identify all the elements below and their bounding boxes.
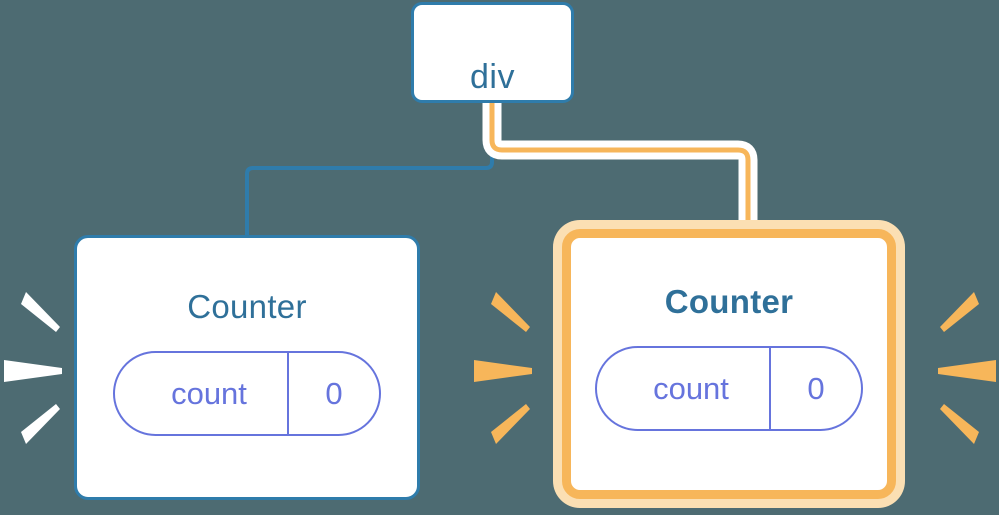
sparkle-ray [21, 404, 60, 444]
sparkle-ray [491, 404, 530, 444]
sparkle-ray [940, 404, 979, 444]
state-value-left: 0 [287, 353, 379, 434]
state-pill-right: count 0 [595, 346, 863, 431]
edge-halo [482, 93, 758, 242]
state-key-left: count [171, 375, 247, 411]
sparkle-ray [474, 360, 532, 382]
state-key-right: count [653, 370, 729, 406]
edge-div-to-counter-right [489, 100, 751, 235]
state-value-right: 0 [769, 348, 861, 429]
edge-div-to-counter-left [245, 101, 494, 238]
node-div-label: div [470, 58, 515, 96]
sparkle-ray [21, 292, 60, 332]
sparkle-ray [491, 292, 530, 332]
sparkles-middle-icon [474, 292, 532, 444]
node-counter-left-label: Counter [187, 288, 307, 325]
state-pill-left: count 0 [113, 351, 381, 436]
sparkle-ray [940, 292, 979, 332]
sparkles-right-icon [938, 292, 996, 444]
sparkle-ray [4, 360, 62, 382]
node-div[interactable]: div [411, 2, 574, 103]
sparkles-left-icon [4, 292, 62, 444]
sparkle-ray [938, 360, 996, 382]
node-counter-left[interactable]: Counter count 0 [74, 235, 420, 500]
node-counter-right[interactable]: Counter count 0 [562, 229, 896, 499]
node-counter-right-label: Counter [664, 283, 794, 320]
